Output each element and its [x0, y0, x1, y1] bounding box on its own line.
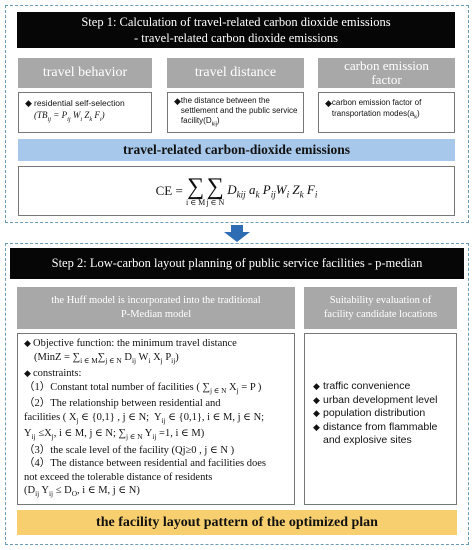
c1-text: （1）Constant total number of facilities	[24, 381, 194, 393]
huff-line2: P-Median model	[120, 309, 192, 320]
factor-item-continuation: and explosive sites	[323, 434, 412, 446]
diamond-bullet-icon: ◆	[25, 98, 32, 108]
diamond-bullet-icon: ◆	[313, 381, 320, 391]
suit-line1: Suitability evaluation of	[329, 295, 432, 306]
constraint-4-line2: not exceed the tolerable distance of res…	[24, 471, 213, 483]
carbon-factor-box: carbon emission factor	[318, 58, 455, 88]
diamond-bullet-icon: ◆	[174, 96, 181, 106]
diamond-bullet-icon: ◆	[313, 408, 320, 418]
travel-distance-box: travel distance	[167, 58, 304, 88]
diamond-bullet-icon: ◆	[313, 421, 320, 432]
behavior-formula: (TBij = Pij Wi Zk Fi)	[34, 110, 105, 123]
step1-title-line1: Step 1: Calculation of travel-related ca…	[81, 15, 391, 29]
constraints-row: ◆ constraints:	[24, 367, 290, 381]
constraint-2-line3: Yij ≤Xj, i ∈ M, j ∈ N; ∑j ∈ N Yij =1, i …	[24, 428, 205, 442]
travel-behavior-box: travel behavior	[18, 58, 152, 88]
step1-frame	[5, 5, 469, 223]
emissions-bar: travel-related carbon-dioxide emissions	[18, 139, 455, 161]
ce-formula: CE = ∑i ∈ M ∑j ∈ N Dkij ak PijWi Zk Fi	[155, 174, 318, 207]
step1-header: Step 1: Calculation of travel-related ca…	[17, 12, 455, 48]
suitability-box: Suitability evaluation of facility candi…	[304, 287, 457, 329]
behavior-detail: ◆ residential self-selection (TBij = Pij…	[25, 98, 147, 125]
factor-urban: urban development level	[323, 393, 438, 406]
constraints-label: constraints:	[33, 368, 82, 380]
objective-label: Objective function: the minimum travel d…	[33, 338, 237, 349]
factor-item: ◆traffic convenience	[313, 380, 452, 394]
distance-detail-box: ◆ the distance between the settlement an…	[167, 92, 304, 133]
suitability-detail-box: ◆traffic convenience ◆urban development …	[304, 333, 457, 505]
factor-text: carbon emission factor of transportation…	[331, 98, 422, 121]
down-arrow-icon	[224, 225, 250, 242]
constraint-1: （1）Constant total number of facilities (…	[24, 381, 262, 395]
pmedian-detail-box: ◆ Objective function: the minimum travel…	[17, 333, 295, 505]
step2-title: Step 2: Low-carbon layout planning of pu…	[51, 256, 423, 270]
factor-population: population distribution	[323, 407, 426, 419]
distance-detail: ◆ the distance between the settlement an…	[174, 96, 300, 130]
travel-behavior-label: travel behavior	[42, 65, 128, 80]
huff-model-box: the Huff model is incorporated into the …	[17, 287, 295, 329]
behavior-text: residential self-selection	[34, 98, 125, 108]
step2-frame	[5, 243, 469, 545]
result-label: the facility layout pattern of the optim…	[96, 514, 378, 530]
factor-list: ◆traffic convenience ◆urban development …	[313, 380, 452, 448]
huff-line1: the Huff model is incorporated into the …	[51, 295, 261, 306]
c2-line2-text: facilities	[24, 411, 61, 423]
factor-item: ◆urban development level	[313, 394, 452, 408]
emissions-label: travel-related carbon-dioxide emissions	[123, 142, 350, 157]
objective-formula: (MinZ = ∑i ∈ M∑j ∈ N Dij Wi Xj Pij)	[34, 351, 179, 365]
behavior-detail-box: ◆ residential self-selection (TBij = Pij…	[18, 92, 152, 133]
constraint-2-line2: facilities ( Xj ∈ {0,1} , j ∈ N; Yij ∈ {…	[24, 411, 265, 425]
factor-item: ◆population distribution	[313, 407, 452, 421]
c3-text: （3）the scale level of the facility	[24, 444, 169, 456]
travel-distance-label: travel distance	[194, 65, 277, 80]
ce-formula-box: CE = ∑i ∈ M ∑j ∈ N Dkij ak PijWi Zk Fi	[18, 166, 455, 216]
constraint-4-line1: （4）The distance between residential and …	[24, 458, 266, 470]
carbon-factor-label-line1: carbon emission	[344, 58, 429, 73]
diamond-bullet-icon: ◆	[24, 338, 31, 348]
diamond-bullet-icon: ◆	[24, 368, 31, 379]
factor-detail: ◆ carbon emission factor of transportati…	[325, 98, 451, 123]
suit-line2: facility candidate locations	[323, 309, 438, 320]
objective-row: ◆ Objective function: the minimum travel…	[24, 337, 290, 351]
factor-traffic: traffic convenience	[323, 380, 411, 392]
diamond-bullet-icon: ◆	[313, 394, 320, 405]
diamond-bullet-icon: ◆	[325, 98, 332, 108]
carbon-factor-label-line2: factor	[371, 72, 402, 87]
step2-header: Step 2: Low-carbon layout planning of pu…	[10, 248, 464, 279]
factor-item: ◆distance from flammable	[313, 421, 452, 435]
factor-detail-box: ◆ carbon emission factor of transportati…	[318, 92, 455, 133]
constraint-4-formula: (Dij Yij ≤ DO, i ∈ M, j ∈ N)	[24, 485, 140, 499]
constraint-3: （3）the scale level of the facility (Qj≥0…	[24, 444, 235, 456]
factor-distance: distance from flammable	[323, 420, 438, 433]
distance-text: the distance between the settlement and …	[180, 96, 298, 128]
step1-title-line2: - travel-related carbon dioxide emission…	[133, 31, 339, 45]
constraint-2-line1: （2）The relationship between residential …	[24, 398, 221, 410]
result-bar: the facility layout pattern of the optim…	[17, 510, 457, 535]
